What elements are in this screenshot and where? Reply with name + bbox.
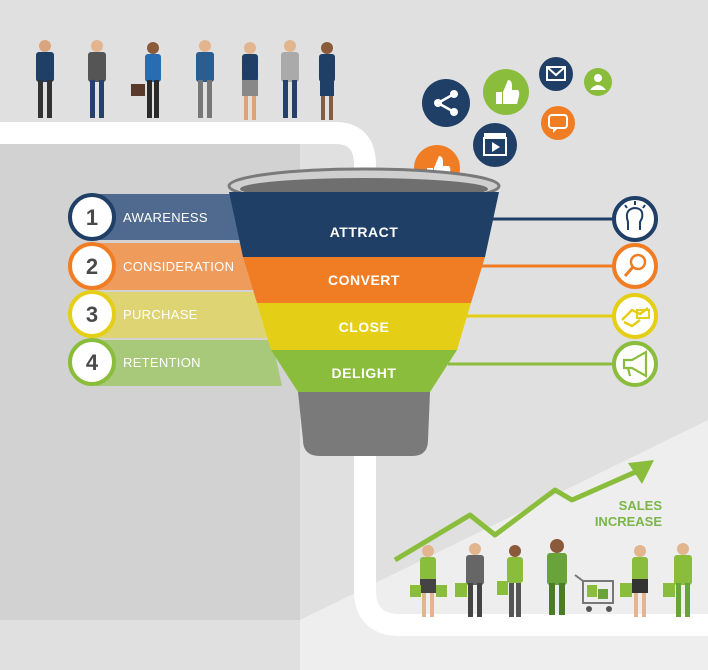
step-number: 3 — [86, 302, 98, 327]
chat-icon — [541, 106, 575, 140]
step-label: AWARENESS — [123, 210, 208, 225]
step-retention: RETENTION 4 — [68, 338, 282, 386]
step-awareness: AWARENESS 1 — [68, 193, 250, 241]
person-icon — [663, 543, 692, 617]
funnel-band-attract — [229, 192, 499, 257]
step-label: PURCHASE — [123, 307, 198, 322]
share-icon — [422, 79, 470, 127]
person-icon — [547, 539, 567, 615]
funnel: ATTRACT CONVERT CLOSE DELIGHT — [227, 167, 501, 456]
step-label: CONSIDERATION — [123, 259, 234, 274]
stage-connectors — [448, 217, 614, 366]
funnel-spout — [298, 392, 430, 456]
sales-increase-line1: SALES — [619, 498, 663, 513]
video-icon — [473, 123, 517, 167]
step-label: RETENTION — [123, 355, 201, 370]
person-icon — [196, 40, 214, 118]
person-icon — [131, 42, 161, 118]
person-icon — [319, 42, 335, 120]
customer-crowd — [410, 539, 692, 617]
step-number: 1 — [86, 205, 98, 230]
funnel-stage-label: CLOSE — [339, 319, 390, 335]
funnel-band-close — [257, 303, 471, 350]
mail-icon — [539, 57, 573, 91]
handshake-deal-icon — [612, 293, 658, 339]
sales-growth-arrow — [393, 460, 654, 563]
shopping-cart-icon — [574, 574, 614, 612]
person-icon — [242, 42, 258, 120]
person-icon — [36, 40, 54, 118]
step-purchase: PURCHASE 3 — [68, 290, 272, 338]
user-icon — [584, 68, 612, 96]
customer-journey-steps: AWARENESS 1 CONSIDERATION 2 PURCHASE 3 R… — [68, 193, 282, 386]
funnel-band-delight — [271, 350, 457, 392]
person-icon — [620, 545, 648, 617]
person-icon — [410, 545, 447, 617]
person-icon — [281, 40, 299, 118]
magnifier-icon — [612, 243, 658, 289]
thumbs-up-icon — [483, 69, 529, 115]
person-icon — [455, 543, 484, 617]
prospect-crowd — [36, 40, 335, 120]
step-number: 4 — [86, 350, 99, 375]
step-number: 2 — [86, 254, 98, 279]
person-icon — [497, 545, 523, 617]
megaphone-icon — [612, 341, 658, 387]
funnel-band-convert — [243, 257, 485, 303]
funnel-stage-label: DELIGHT — [332, 365, 397, 381]
lightbulb-head-icon — [612, 196, 658, 242]
step-consideration: CONSIDERATION 2 — [68, 242, 262, 290]
funnel-stage-label: CONVERT — [328, 272, 400, 288]
funnel-stage-label: ATTRACT — [330, 224, 399, 240]
person-icon — [88, 40, 106, 118]
sales-increase-line2: INCREASE — [595, 514, 663, 529]
